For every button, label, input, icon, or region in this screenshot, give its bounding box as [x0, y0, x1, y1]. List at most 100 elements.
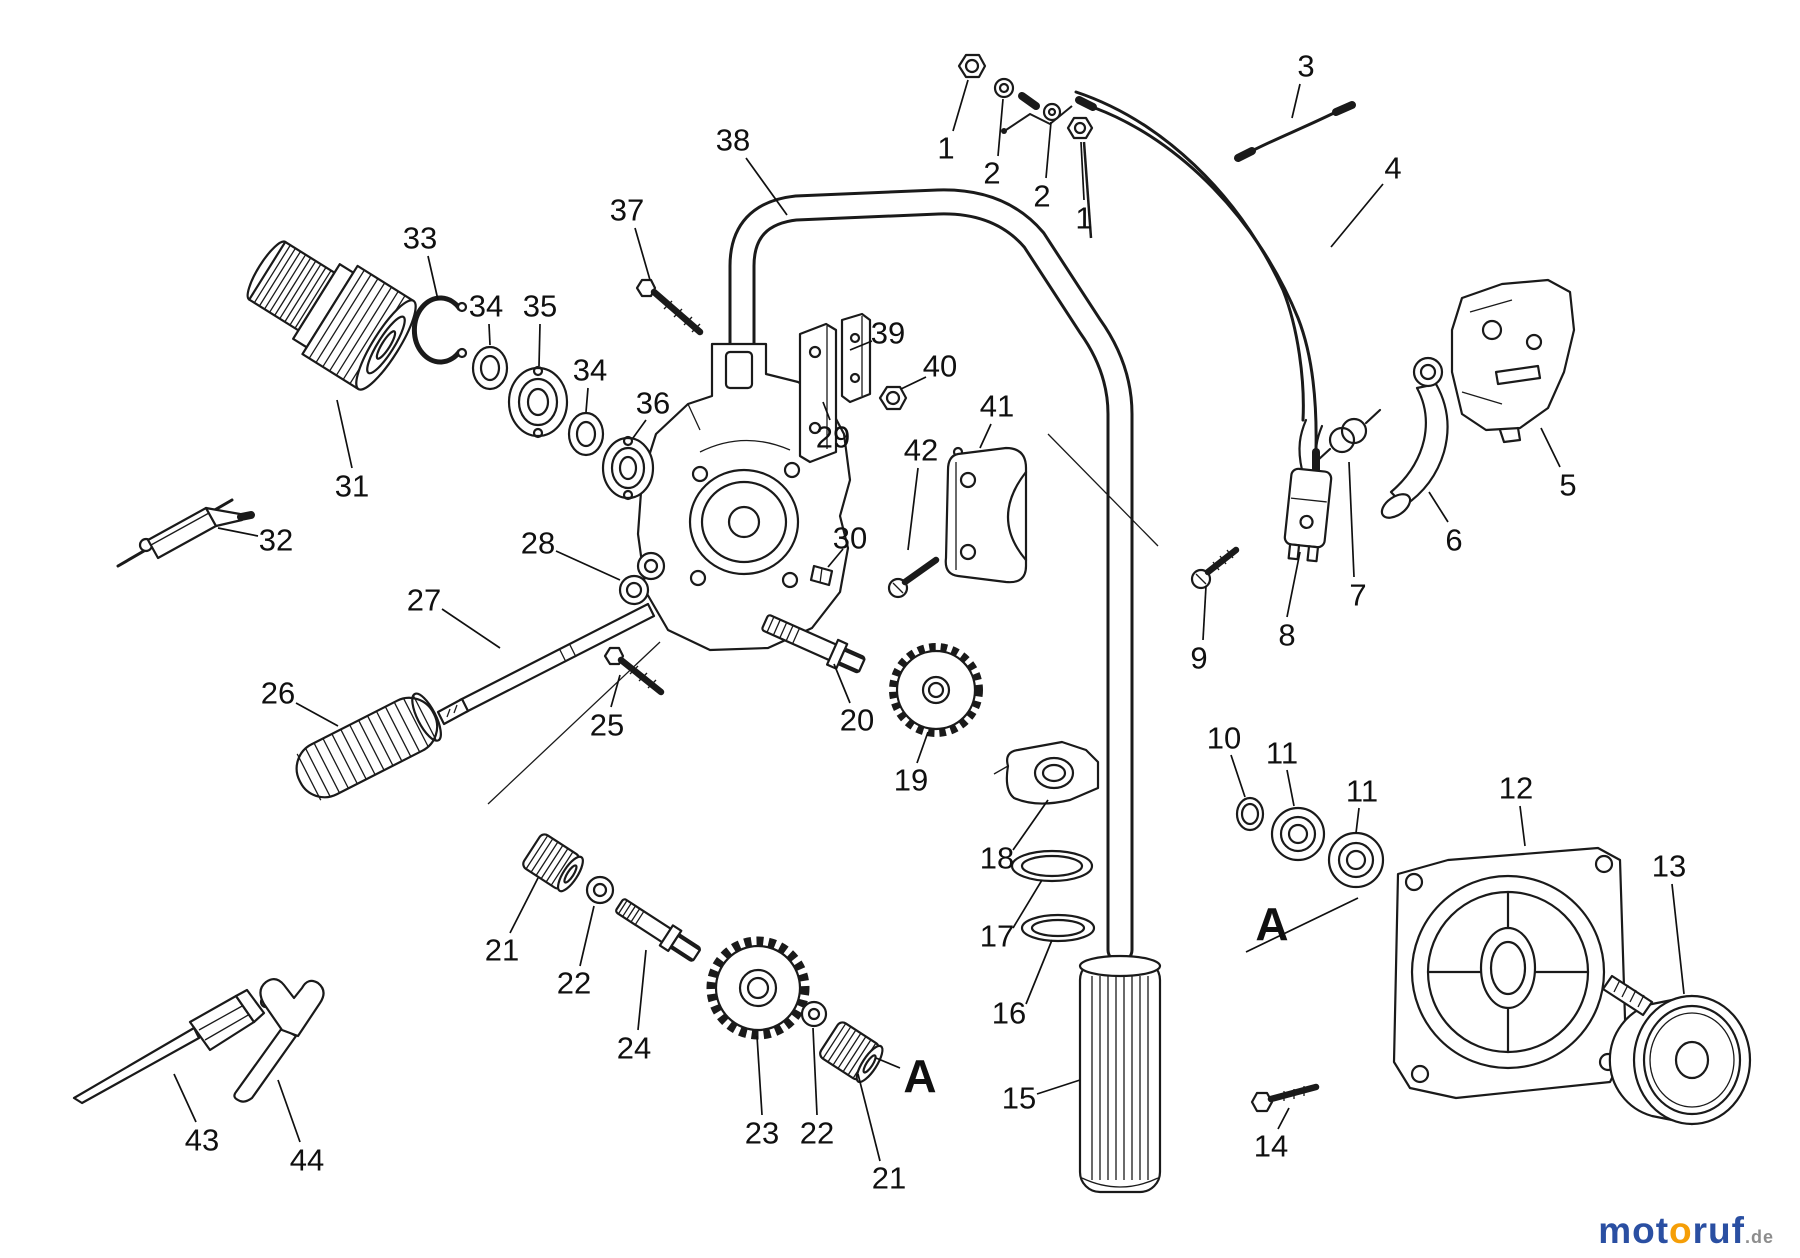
bearing-11b — [1327, 831, 1385, 889]
screw-9 — [1190, 546, 1240, 590]
coupling-21b — [819, 1021, 884, 1084]
callout-label-40: 40 — [923, 349, 957, 384]
callout-label-4: 4 — [1384, 151, 1401, 186]
pin-30 — [809, 564, 834, 587]
callout-label-33: 33 — [403, 221, 437, 256]
callout-leader — [1277, 1107, 1290, 1130]
callout-leader — [827, 548, 844, 568]
top-hardware-group — [957, 53, 1094, 239]
callout-label-9: 9 — [1190, 641, 1207, 676]
callout-label-3: 3 — [1297, 49, 1314, 84]
callout-leader — [1330, 183, 1384, 248]
callout-label-1: 1 — [1075, 201, 1092, 236]
section-marker-A: A — [1255, 898, 1288, 950]
callout-label-17: 17 — [980, 919, 1014, 954]
callout-leader — [1540, 427, 1561, 468]
section-marker-A: A — [903, 1050, 936, 1102]
washer-10 — [1235, 796, 1265, 832]
callout-label-13: 13 — [1652, 849, 1686, 884]
clamp-housing-41 — [944, 446, 1028, 584]
callout-label-21: 21 — [485, 933, 519, 968]
callout-leader — [585, 387, 589, 413]
callout-leader — [952, 79, 969, 132]
fan-housing-12 — [1392, 846, 1628, 1100]
callout-label-8: 8 — [1278, 618, 1295, 653]
callout-label-11: 11 — [1266, 736, 1298, 771]
callout-leader — [745, 157, 788, 216]
callout-label-38: 38 — [716, 123, 750, 158]
callout-label-34: 34 — [469, 289, 503, 324]
callout-leader — [277, 1079, 301, 1143]
callout-label-37: 37 — [610, 193, 644, 228]
callout-leader — [1245, 897, 1359, 953]
stop-switch-8 — [1283, 418, 1333, 563]
callout-leader — [441, 608, 501, 649]
callout-leader — [1230, 754, 1246, 798]
callout-label-29: 29 — [816, 420, 850, 455]
callout-label-22: 22 — [800, 1116, 834, 1151]
clutch-drum-13 — [1601, 974, 1752, 1126]
callout-label-42: 42 — [904, 433, 938, 468]
output-shaft-20 — [761, 614, 866, 674]
callout-leader — [907, 467, 919, 551]
nut-40 — [878, 385, 908, 411]
callout-label-30: 30 — [833, 521, 867, 556]
open-end-wrench-44 — [233, 978, 325, 1103]
callout-leader — [857, 1073, 881, 1162]
callout-leader — [997, 98, 1004, 157]
callout-label-26: 26 — [261, 676, 295, 711]
snap-ring-17 — [1010, 849, 1094, 883]
callout-leader — [1012, 879, 1043, 929]
callout-leader — [812, 1027, 818, 1116]
callout-label-23: 23 — [745, 1116, 779, 1151]
callout-label-12: 12 — [1499, 771, 1533, 806]
washer-22b — [800, 1000, 828, 1028]
callout-label-6: 6 — [1445, 523, 1462, 558]
callout-label-43: 43 — [185, 1123, 219, 1158]
callout-leader — [336, 399, 353, 469]
callout-leader — [1671, 883, 1685, 995]
washer-34b — [567, 411, 605, 457]
callout-leader — [849, 340, 873, 351]
drill-chuck — [246, 240, 417, 391]
washer-22a — [585, 875, 615, 905]
callout-label-2: 2 — [1033, 179, 1050, 214]
callout-leader — [756, 1035, 763, 1116]
callout-label-24: 24 — [617, 1031, 651, 1066]
callout-label-31: 31 — [335, 469, 369, 504]
ball-bearing-36 — [601, 435, 655, 501]
callout-label-20: 20 — [840, 703, 874, 738]
callout-leader — [579, 905, 595, 967]
screw-14 — [1250, 1083, 1320, 1113]
logo-brand-prefix: mot — [1598, 1210, 1670, 1251]
callout-leader — [1025, 939, 1053, 1005]
callout-leader — [1286, 769, 1295, 807]
washer-34a — [471, 345, 509, 391]
motoruf-watermark: motoruf.de — [1598, 1210, 1774, 1252]
callout-leader — [295, 702, 339, 727]
callout-label-5: 5 — [1559, 468, 1576, 503]
pinion-shaft-24 — [615, 898, 701, 962]
callout-leader — [1291, 83, 1301, 119]
callout-leader — [1012, 799, 1049, 851]
callout-leader — [538, 323, 541, 367]
callout-label-10: 10 — [1207, 721, 1241, 756]
callout-leader — [1045, 121, 1052, 179]
callout-leader — [979, 423, 992, 449]
callout-leader — [637, 949, 647, 1031]
grip-handle — [1078, 954, 1162, 1194]
coupling-21a — [522, 833, 584, 893]
callout-leader — [1080, 141, 1085, 201]
callout-leader — [632, 419, 647, 439]
bearing-11a — [1270, 806, 1326, 862]
washer-28 — [618, 574, 650, 606]
screw-37 — [635, 278, 704, 336]
callout-label-11: 11 — [1346, 774, 1378, 809]
callout-leader — [610, 674, 621, 708]
spanner-tool — [116, 498, 255, 568]
callout-label-27: 27 — [407, 583, 441, 618]
callout-label-14: 14 — [1254, 1129, 1288, 1164]
callout-label-36: 36 — [636, 386, 670, 421]
callout-label-35: 35 — [523, 289, 557, 324]
